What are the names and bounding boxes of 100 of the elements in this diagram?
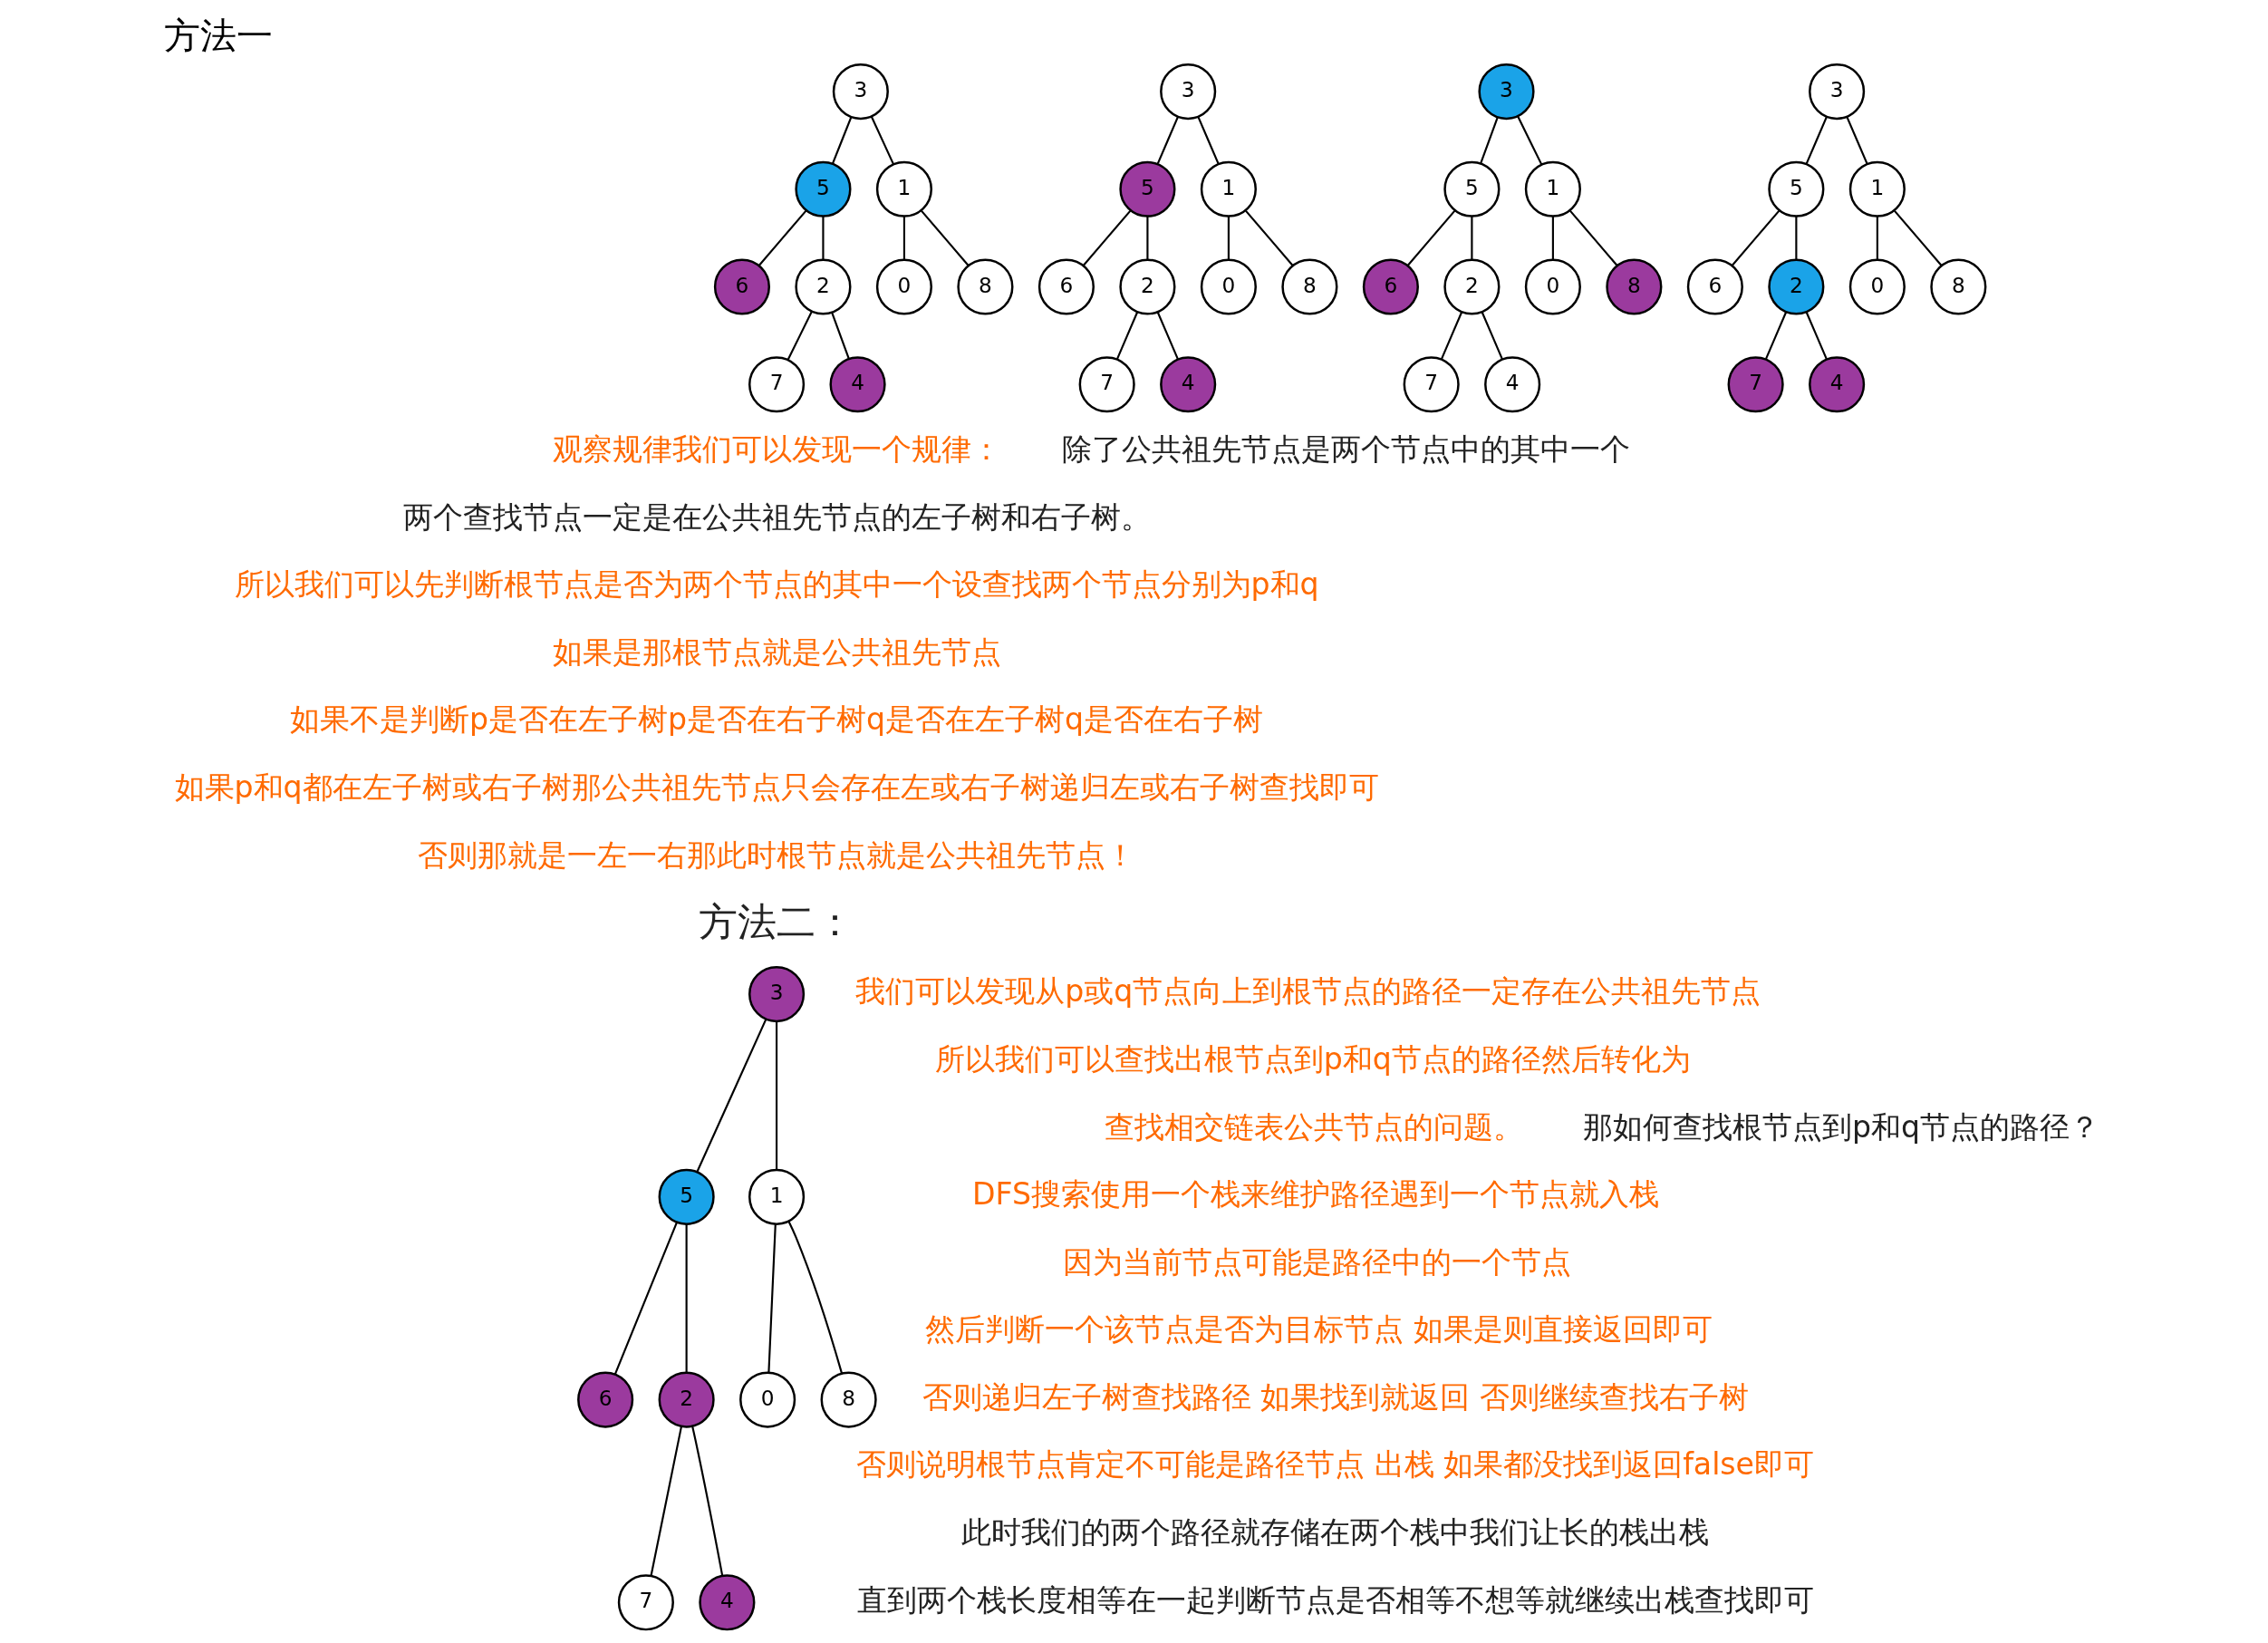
connector <box>1441 312 1463 360</box>
node-circle: 6 <box>1362 258 1419 315</box>
node-circle: 7 <box>1727 356 1784 413</box>
connector <box>1407 209 1456 266</box>
label: 如果p和q都在左子树或右子树那公共祖先节点只会存在左或右子树递归左或右子树查找即可 <box>174 768 1379 805</box>
label: 否则说明根节点肯定不可能是路径节点 出栈 如果都没找到返回false即可 <box>856 1446 1815 1483</box>
node-circle: 1 <box>1200 160 1257 217</box>
connector <box>1245 209 1294 266</box>
node-circle: 0 <box>1524 258 1581 315</box>
label: 除了公共祖先节点是两个节点中的其中一个 <box>1061 431 1630 468</box>
node-circle: 0 <box>1848 258 1906 315</box>
node-circle: 4 <box>699 1574 756 1631</box>
node-circle: 1 <box>1848 160 1906 217</box>
node-circle: 8 <box>1606 258 1663 315</box>
connector <box>1156 116 1179 164</box>
node-circle: 6 <box>1037 258 1095 315</box>
connector <box>902 216 905 260</box>
node-circle: 1 <box>1524 160 1581 217</box>
node-circle: 7 <box>1403 356 1460 413</box>
connector <box>696 1019 767 1173</box>
connector <box>691 1426 724 1576</box>
connector <box>1805 116 1828 164</box>
node-circle: 3 <box>1160 63 1217 121</box>
connector <box>1846 116 1868 164</box>
label: 否则那就是一左一右那此时根节点就是公共祖先节点！ <box>418 836 1136 873</box>
label: 两个查找节点一定是在公共祖先节点的左子树和右子树。 <box>402 498 1151 535</box>
connector <box>1517 116 1543 166</box>
connector <box>1197 116 1220 164</box>
connector <box>822 216 825 260</box>
label: 所以我们可以先判断根节点是否为两个节点的其中一个设查找两个节点分别为p和q <box>234 566 1319 603</box>
connector <box>787 1221 844 1374</box>
node-circle: 8 <box>1930 258 1987 315</box>
node-circle: 2 <box>1443 258 1501 315</box>
label: 如果不是判断p是否在左子树p是否在右子树q是否在左子树q是否在右子树 <box>290 701 1264 738</box>
label: 我们可以发现从p或q节点向上到根节点的路径一定存在公共祖先节点 <box>855 973 1761 1010</box>
node-circle: 5 <box>1768 160 1825 217</box>
node-circle: 4 <box>829 356 886 413</box>
node-circle: 3 <box>1478 63 1535 121</box>
node-circle: 1 <box>748 1168 806 1225</box>
connector <box>613 1222 678 1375</box>
node-circle: 2 <box>795 258 852 315</box>
connector <box>1732 209 1781 266</box>
connector <box>1795 216 1798 260</box>
node-circle: 4 <box>1484 356 1541 413</box>
label: 方法二： <box>699 899 855 945</box>
node-circle: 6 <box>577 1371 634 1428</box>
node-circle: 2 <box>658 1371 715 1428</box>
connector <box>1480 117 1499 164</box>
node-circle: 5 <box>658 1168 715 1225</box>
label: DFS搜索使用一个栈来维护路径遇到一个节点就入栈 <box>972 1176 1660 1213</box>
connector <box>831 312 850 359</box>
node-circle: 5 <box>1443 160 1501 217</box>
node-circle: 2 <box>1119 258 1176 315</box>
node-circle: 2 <box>1768 258 1825 315</box>
node-circle: 0 <box>1200 258 1257 315</box>
connector <box>1481 312 1503 360</box>
node-circle: 7 <box>748 356 806 413</box>
connector <box>1569 209 1618 266</box>
connector <box>1146 216 1149 260</box>
connector <box>1805 312 1828 360</box>
connector <box>921 209 970 266</box>
node-circle: 6 <box>1686 258 1743 315</box>
connector <box>1765 312 1788 360</box>
node-circle: 8 <box>1281 258 1338 315</box>
node-circle: 3 <box>1809 63 1866 121</box>
label: 那如何查找根节点到p和q节点的路径？ <box>1583 1108 2100 1145</box>
connector <box>1156 312 1179 360</box>
connector <box>1551 216 1554 260</box>
node-circle: 7 <box>1078 356 1135 413</box>
label: 因为当前节点可能是路径中的一个节点 <box>1063 1243 1572 1280</box>
node-circle: 4 <box>1809 356 1866 413</box>
label: 观察规律我们可以发现一个规律： <box>552 431 1001 468</box>
node-circle: 5 <box>1119 160 1176 217</box>
node-circle: 5 <box>795 160 852 217</box>
node-circle: 3 <box>832 63 889 121</box>
node-circle: 1 <box>875 160 932 217</box>
label: 否则递归左子树查找路径 如果找到就返回 否则继续查找右子树 <box>922 1378 1749 1415</box>
label: 然后判断一个该节点是否为目标节点 如果是则直接返回即可 <box>925 1311 1713 1348</box>
connector <box>1083 209 1132 266</box>
connector <box>685 1223 688 1373</box>
label: 此时我们的两个路径就存储在两个栈中我们让长的栈出栈 <box>961 1514 1710 1550</box>
connector <box>758 209 807 266</box>
label: 直到两个栈长度相等在一起判断节点是否相等不想等就继续出栈查找即可 <box>856 1581 1814 1618</box>
node-circle: 7 <box>617 1574 674 1631</box>
connector <box>832 116 853 164</box>
connector <box>1894 209 1943 266</box>
connector <box>870 116 894 165</box>
connector <box>650 1426 682 1577</box>
node-circle: 8 <box>820 1371 877 1428</box>
connector <box>1876 216 1878 260</box>
node-circle: 6 <box>713 258 771 315</box>
label: 如果是那根节点就是公共祖先节点 <box>552 633 1001 670</box>
connector <box>767 1223 777 1373</box>
diagram-title: 方法一 <box>164 14 274 57</box>
connector <box>1471 216 1473 260</box>
node-circle: 3 <box>748 966 806 1023</box>
connector <box>1116 312 1139 360</box>
connector <box>787 311 813 361</box>
node-circle: 4 <box>1160 356 1217 413</box>
node-circle: 0 <box>875 258 932 315</box>
